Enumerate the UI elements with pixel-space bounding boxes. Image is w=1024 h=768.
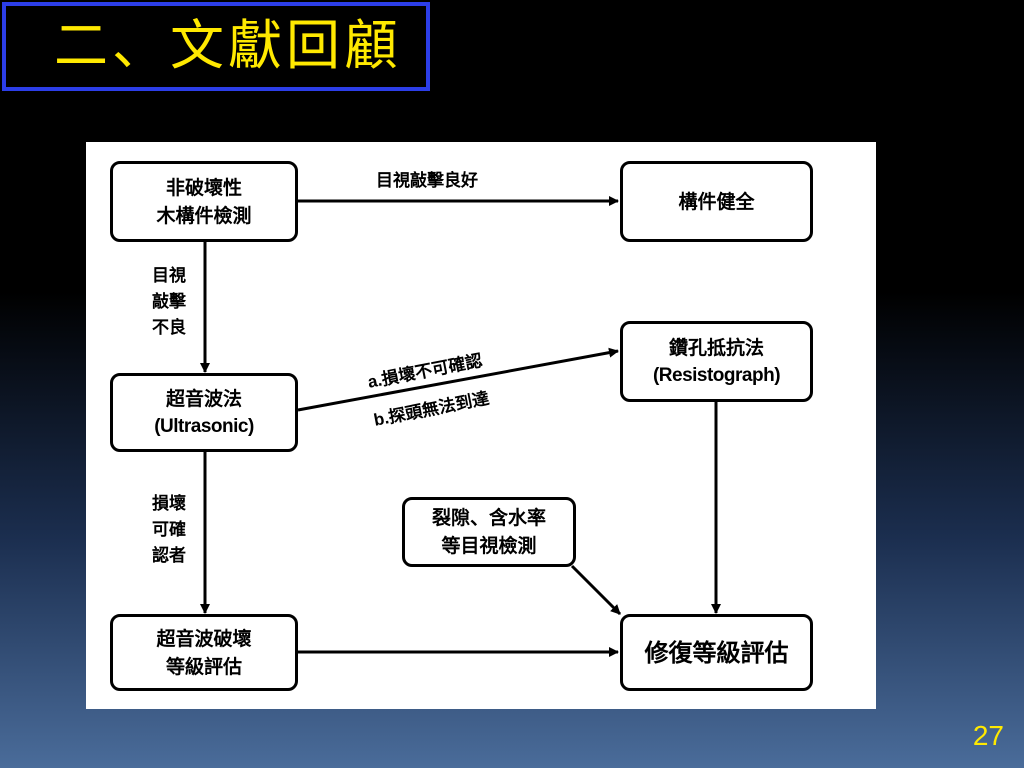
node-label-line1: 非破壞性 (165, 176, 242, 199)
node-label-line2: 木構件檢測 (156, 204, 252, 227)
node-repair-grade: 修復等級評估 (620, 614, 813, 691)
edge-label-visual-bad: 目視 敲擊 不良 (152, 263, 186, 341)
node-label-line1: 構件健全 (678, 190, 755, 213)
title-box: 二、文獻回顧 (2, 2, 430, 91)
edge-label-line: 可確 (152, 520, 186, 540)
node-resistograph: 鑽孔抵抗法 (Resistograph) (620, 321, 813, 402)
node-label-line2: (Ultrasonic) (154, 415, 254, 437)
edge-label-line: 不良 (152, 318, 186, 338)
node-label-line1: 超音波法 (165, 387, 242, 410)
node-label-line1: 修復等級評估 (644, 638, 789, 667)
flowchart-edges (200, 196, 721, 657)
edge-label-line: 認者 (152, 546, 186, 566)
node-label-line2: 等級評估 (165, 655, 242, 678)
edge-label-line: 目視 (152, 266, 186, 286)
edge-ultrasonic-to-resisto (297, 347, 619, 412)
edge-label-line: 損壞 (152, 494, 186, 514)
slide-title: 二、文獻回顧 (54, 14, 402, 77)
node-label-line2: 等目視檢測 (441, 535, 537, 557)
edge-label-visual-good: 目視敲擊良好 (376, 171, 478, 191)
node-nondestructive-testing: 非破壞性 木構件檢測 (110, 161, 298, 242)
node-label-line2: (Resistograph) (652, 364, 781, 386)
node-ultrasonic-grade: 超音波破壞 等級評估 (110, 614, 298, 691)
node-label-line1: 裂隙、含水率 (431, 507, 546, 529)
node-label-line1: 鑽孔抵抗法 (668, 336, 764, 359)
node-label-line1: 超音波破壞 (156, 627, 252, 650)
edge-other-to-repair (570, 564, 622, 616)
edge-label-damage-confirmed: 損壞 可確 認者 (152, 491, 186, 569)
node-ultrasonic: 超音波法 (Ultrasonic) (110, 373, 298, 452)
flowchart-figure: 非破壞性 木構件檢測 構件健全 超音波法 (Ultrasonic) 鑽孔抵抗法 … (86, 142, 876, 709)
node-member-sound: 構件健全 (620, 161, 813, 242)
edge-label-line: 敲擊 (152, 292, 186, 312)
node-other-inspection: 裂隙、含水率 等目視檢測 (402, 497, 576, 567)
page-number: 27 (972, 720, 1004, 751)
